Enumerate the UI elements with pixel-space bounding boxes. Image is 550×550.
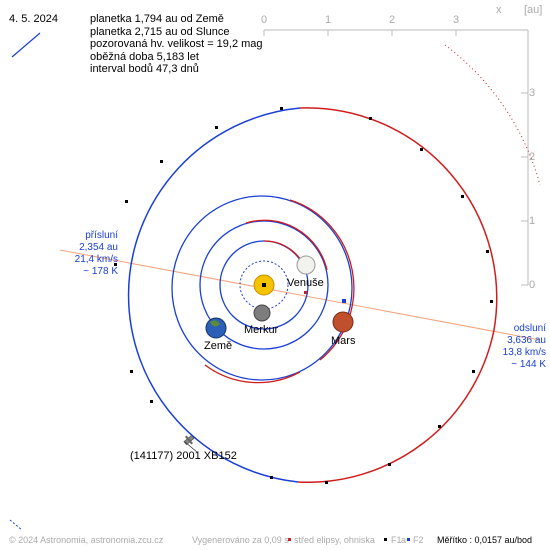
asteroid-pointer <box>184 441 198 453</box>
perihelion-block: přísluní 2,354 au 21,4 km/s ~ 178 K <box>66 230 118 278</box>
orbit-point <box>114 263 117 266</box>
venus-icon <box>296 255 316 275</box>
direction-mark <box>11 32 41 58</box>
orbit-point <box>325 481 328 484</box>
legend-black-marker <box>384 538 387 541</box>
direction-mark-bottom <box>9 519 23 531</box>
x-tick-label: 1 <box>325 14 332 26</box>
aphelion-temperature: ~ 144 K <box>511 359 546 370</box>
mars-label: Mars <box>331 335 356 347</box>
orbit-point <box>280 107 283 110</box>
axis-frame <box>263 29 529 286</box>
date-label: 4. 5. 2024 <box>9 13 58 25</box>
venus-label: Venuše <box>287 277 324 289</box>
info-magnitude: pozorovaná hv. velikost = 19,2 mag <box>90 38 263 50</box>
info-point-interval: interval bodů 47,3 dnů <box>90 63 199 75</box>
y-tick-label: 3 <box>529 87 536 99</box>
y-tick-label: 1 <box>529 215 536 227</box>
perihelion-speed: 21,4 km/s <box>74 254 118 265</box>
legend-red-marker <box>288 538 291 541</box>
aphelion-distance: 3,636 au <box>507 335 546 346</box>
legend-f2-text: F2 <box>413 535 424 545</box>
earth-continent <box>210 320 220 327</box>
aphelion-block: odsluní 3,636 au 13,8 km/s ~ 144 K <box>490 323 546 371</box>
asteroid-icon <box>183 434 195 446</box>
y-axis-unit: [au] <box>524 4 543 16</box>
x-tick-label: 3 <box>453 14 460 26</box>
orbit-point <box>486 250 489 253</box>
mars-icon <box>332 311 354 333</box>
info-panel: planetka 1,794 au od Země planetka 2,715… <box>90 13 263 76</box>
legend-a-text: a <box>401 535 407 545</box>
orbit-point <box>388 463 391 466</box>
earth-label: Země <box>204 340 233 352</box>
perihelion-distance: 2,354 au <box>79 242 118 253</box>
perihelion-title: přísluní <box>85 230 118 241</box>
ellipse-center-marker <box>304 291 307 294</box>
y-tick-label: 0 <box>529 279 536 291</box>
orbit-point <box>160 160 163 163</box>
mercury-label: Merkur <box>244 324 279 336</box>
orbit-point <box>438 425 441 428</box>
legend-f1-text: F1 <box>391 535 402 545</box>
asteroid-label: (141177) 2001 XB152 <box>130 450 237 462</box>
orbit-point <box>472 370 475 373</box>
orbit-point <box>461 195 464 198</box>
x-tick-label: 0 <box>261 14 268 26</box>
info-distance-sun: planetka 2,715 au od Slunce <box>90 25 230 38</box>
info-distance-earth: planetka 1,794 au od Země <box>90 13 224 25</box>
outer-dotted-arc <box>444 44 541 186</box>
x-axis-unit: x <box>496 4 502 16</box>
y-tick-label: 2 <box>529 151 536 163</box>
scale-text: Měřítko : 0,0157 au/bod <box>437 535 533 545</box>
orbit-point <box>130 370 133 373</box>
mars-orbit-arc-bottom <box>204 364 301 384</box>
copyright-text: © 2024 Astronomia, astronomia.zcu.cz <box>9 535 164 545</box>
generated-text: Vygenerováno za 0,09 s <box>192 535 289 545</box>
mars-orbit-arc-right <box>289 199 355 361</box>
aphelion-speed: 13,8 km/s <box>502 347 546 358</box>
asteroid-orbit-red <box>297 107 498 483</box>
mars-orbit <box>171 195 353 381</box>
asteroid-orbit-blue <box>127 107 301 483</box>
orbit-point <box>369 117 372 120</box>
mercury-icon <box>253 304 271 322</box>
orbit-point <box>150 400 153 403</box>
apsis-line <box>59 249 541 341</box>
legend-center-text: střed elipsy, ohniska <box>294 535 375 545</box>
focus-f2-marker <box>342 299 346 303</box>
orbit-points <box>114 107 493 484</box>
earth-orbit-arc <box>245 219 328 271</box>
perihelion-temperature: ~ 178 K <box>83 266 118 277</box>
earth-orbit <box>199 220 329 350</box>
orbit-point <box>420 148 423 151</box>
legend-blue-marker <box>407 538 410 541</box>
info-period: oběžná doba 5,183 let <box>90 50 199 63</box>
orbit-point <box>490 300 493 303</box>
x-tick-label: 2 <box>389 14 396 26</box>
sun-focus-marker <box>262 283 266 287</box>
orbit-point <box>125 200 128 203</box>
orbit-point <box>270 476 273 479</box>
orbit-point <box>215 126 218 129</box>
aphelion-title: odsluní <box>513 323 546 334</box>
